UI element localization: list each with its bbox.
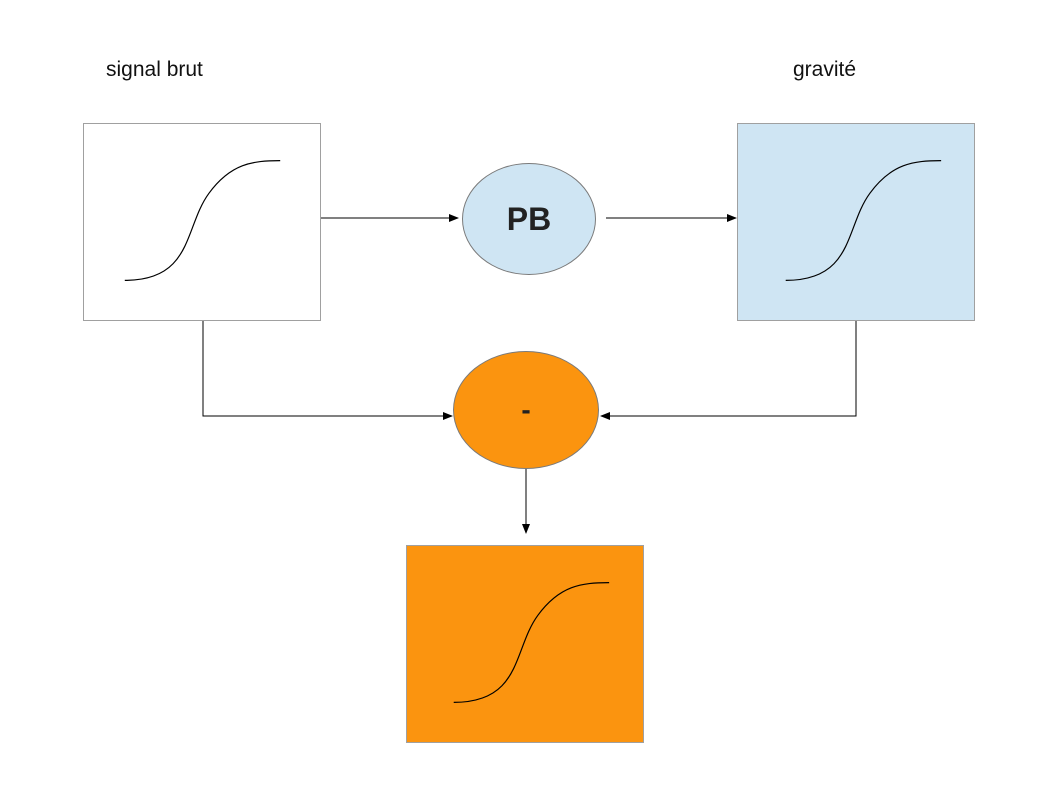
result-box — [406, 545, 644, 743]
subtract-node: - — [453, 351, 599, 469]
sigmoid-curve-icon — [785, 160, 942, 281]
raw-signal-box — [83, 123, 321, 321]
gravity-label: gravité — [793, 58, 857, 81]
edge-raw-to-subtract — [202, 321, 453, 420]
lowpass-filter-node: PB — [462, 163, 596, 275]
raw-signal-label: signal brut — [106, 58, 203, 81]
gravity-box — [737, 123, 975, 321]
sigmoid-curve-icon — [453, 582, 610, 703]
edge-gravity-to-subtract — [600, 321, 857, 420]
sigmoid-curve-icon — [124, 160, 281, 281]
